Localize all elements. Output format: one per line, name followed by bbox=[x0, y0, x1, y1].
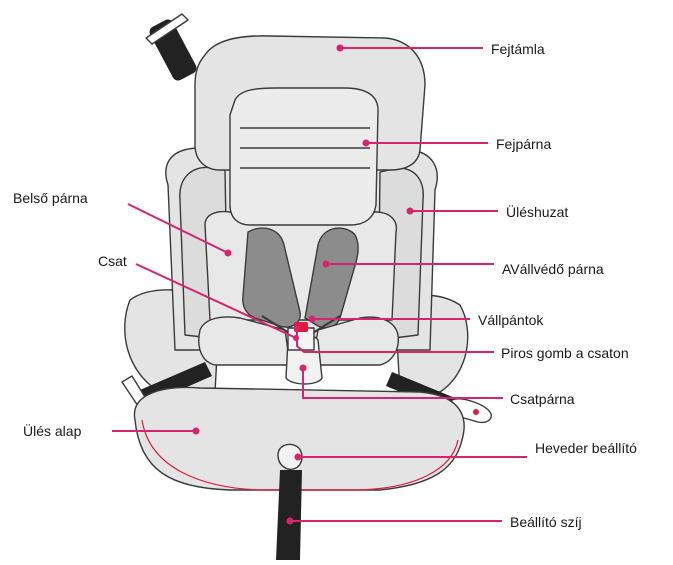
callout-dot-uleshuzat bbox=[407, 208, 414, 215]
callout-dot-vallvedo bbox=[323, 261, 330, 268]
label-csatparna: Csatpárna bbox=[510, 391, 575, 407]
callout-dot-vallpantok bbox=[309, 316, 316, 323]
label-piros-gomb: Piros gomb a csaton bbox=[501, 345, 629, 361]
callout-dot-belso-parna bbox=[225, 250, 232, 257]
callout-dot-fejtamla bbox=[337, 45, 344, 52]
label-heveder-beallito: Heveder beállító bbox=[535, 440, 637, 456]
head-cushion bbox=[230, 88, 378, 225]
callout-dot-piros-gomb bbox=[294, 325, 300, 331]
callout-dot-heveder bbox=[295, 454, 302, 461]
label-belso-parna: Belső párna bbox=[13, 190, 88, 206]
label-uleshuzat: Üléshuzat bbox=[506, 204, 568, 220]
label-vallpantok: Vállpántok bbox=[478, 312, 543, 328]
back-rest bbox=[205, 212, 396, 320]
label-ules-alap: Ülés alap bbox=[23, 423, 81, 439]
label-vallvedo-parna: AVállvédő párna bbox=[502, 261, 604, 277]
label-beallito-szij: Beállító szíj bbox=[510, 514, 582, 530]
label-fejtamla: Fejtámla bbox=[491, 41, 545, 57]
right-belt-buckle-button bbox=[473, 409, 479, 415]
label-fejparna: Fejpárna bbox=[496, 136, 551, 152]
callout-dot-fejparna bbox=[363, 140, 370, 147]
callout-dot-ules-alap bbox=[193, 428, 200, 435]
callout-dot-csatparna bbox=[300, 365, 307, 372]
car-seat-illustration bbox=[122, 14, 491, 560]
callout-dot-beallito-szij bbox=[287, 518, 294, 525]
adjuster-strap bbox=[276, 470, 302, 560]
label-csat: Csat bbox=[98, 253, 127, 269]
